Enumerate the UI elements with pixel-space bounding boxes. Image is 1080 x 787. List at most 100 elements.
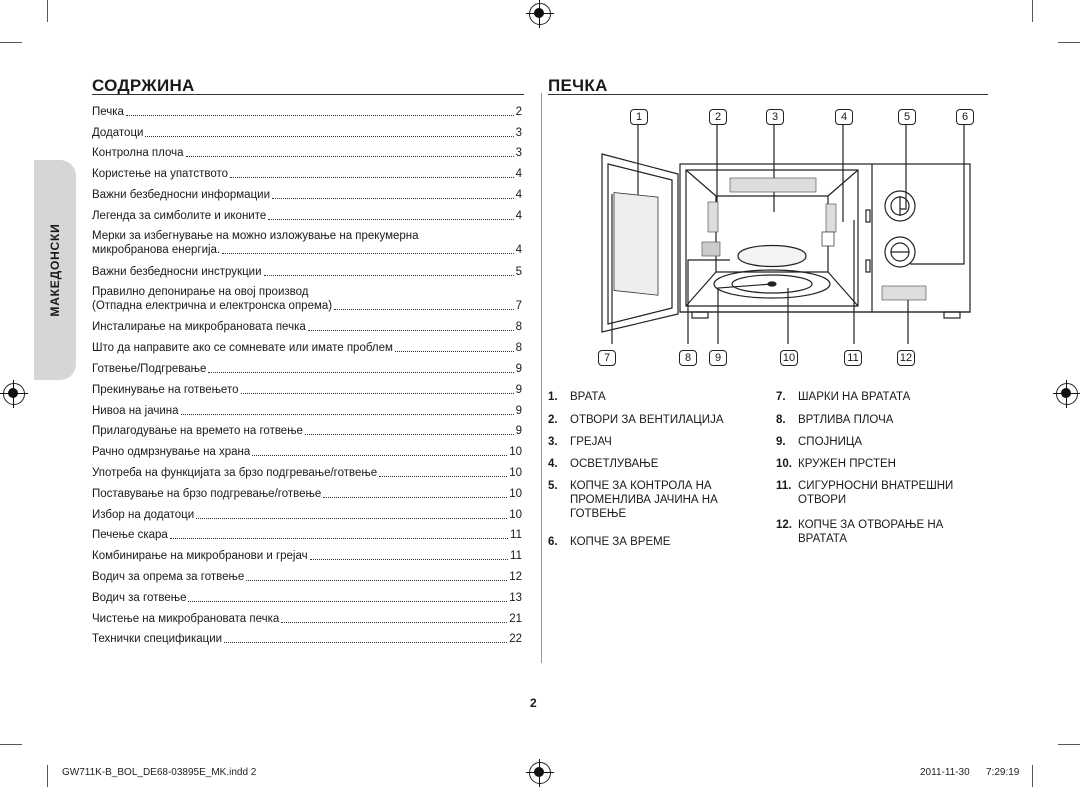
toc-title: Нивоа на јачина — [92, 404, 179, 417]
toc-title: Избор на додатоци — [92, 508, 195, 521]
toc-title: Технички спецификации — [92, 633, 223, 646]
oven-heading: ПЕЧКА — [548, 76, 608, 95]
toc-row: Избор на додатоци 10 — [92, 501, 522, 522]
toc-leader — [252, 455, 508, 457]
toc-leader — [268, 218, 514, 220]
toc-leader — [196, 517, 508, 519]
toc-title: Мерки за избегнување на можно изложување… — [92, 229, 419, 242]
toc-title: Поставување на брзо подгревање/готвење — [92, 487, 322, 500]
toc-title: Чистење на микробрановата печка — [92, 612, 280, 625]
toc-title: Рачно одмрзнување на храна — [92, 446, 251, 459]
callout-1: 1 — [630, 109, 648, 125]
part-item-4: 4.ОСВЕТЛУВАЊЕ — [548, 458, 659, 470]
microwave-diagram — [601, 124, 971, 344]
toc-title: Правилно депонирање на овој производ — [92, 285, 309, 298]
callout-7: 7 — [598, 350, 616, 366]
footer-filename: GW711K-B_BOL_DE68-03895E_MK.indd 2 — [62, 767, 257, 778]
toc-title: Контролна плоча — [92, 147, 184, 160]
toc-leader — [246, 579, 508, 581]
toc-leader — [125, 114, 514, 116]
part-item-2: 2.ОТВОРИ ЗА ВЕНТИЛАЦИЈА — [548, 414, 724, 426]
part-item-1: 1.ВРАТА — [548, 391, 606, 403]
toc-title: Печење скара — [92, 529, 168, 542]
crop-mark — [1032, 765, 1033, 787]
toc-row: Употреба на функцијата за брзо подгревањ… — [92, 459, 522, 480]
registration-mark-icon — [526, 759, 554, 787]
callout-12: 12 — [897, 350, 915, 366]
callout-4: 4 — [835, 109, 853, 125]
toc-page-number: 8 — [515, 321, 522, 334]
toc-page-number: 10 — [509, 487, 522, 500]
toc-leader — [263, 274, 514, 276]
toc-row: Печка 2 — [92, 98, 522, 119]
toc-title: Што да направите ако се сомневате или им… — [92, 342, 393, 355]
toc-page-number: 4 — [515, 209, 522, 222]
part-item-6: 6.КОПЧЕ ЗА ВРЕМЕ — [548, 536, 671, 548]
toc-page-number: 12 — [509, 570, 522, 583]
toc-leader — [334, 308, 514, 310]
toc-row: Легенда за симболите и иконите 4 — [92, 202, 522, 223]
toc-title: Важни безбедносни инструкции — [92, 265, 262, 278]
callout-8: 8 — [679, 350, 697, 366]
toc-leader — [208, 371, 514, 373]
toc-page-number: 11 — [510, 550, 522, 563]
crop-mark — [0, 42, 22, 43]
toc-title: Легенда за симболите и иконите — [92, 209, 267, 222]
toc-row: Прекинување на готвењето 9 — [92, 376, 522, 397]
crop-mark — [1058, 744, 1080, 745]
toc-page-number: 10 — [509, 466, 522, 479]
toc-page-number: 4 — [515, 168, 522, 181]
part-item-12: 12.КОПЧЕ ЗА ОТВОРАЊЕ НА ВРАТАТА — [776, 519, 944, 545]
part-item-9: 9.СПОЈНИЦА — [776, 436, 863, 448]
part-item-3: 3.ГРЕЈАЧ — [548, 436, 612, 448]
toc-page-number: 10 — [509, 508, 522, 521]
toc-title-continued: микробранова енергија. — [92, 243, 221, 256]
toc-title: Печка — [92, 105, 124, 118]
toc-page-number: 4 — [515, 188, 522, 201]
part-item-8: 8.ВРТЛИВА ПЛОЧА — [776, 414, 894, 426]
footer-time: 7:29:19 — [986, 767, 1020, 778]
toc-row: Мерки за избегнување на можно изложување… — [92, 223, 522, 258]
toc-title: Готвење/Подгревање — [92, 362, 207, 375]
toc-title: Водич за готвење — [92, 591, 187, 604]
toc-page-number: 9 — [515, 383, 522, 396]
toc-title: Употреба на функцијата за брзо подгревањ… — [92, 466, 378, 479]
toc-leader — [230, 177, 514, 179]
toc-page-number: 7 — [515, 299, 522, 312]
toc-title: Додатоци — [92, 126, 144, 139]
crop-mark — [1032, 0, 1033, 22]
toc-title: Водич за опрема за готвење — [92, 570, 245, 583]
toc-page-number: 3 — [515, 147, 522, 160]
callout-6: 6 — [956, 109, 974, 125]
toc-leader — [304, 434, 514, 436]
toc-leader — [394, 351, 514, 353]
toc-title: Прекинување на готвењето — [92, 383, 239, 396]
toc-leader — [272, 197, 514, 199]
toc-row: Нивоа на јачина 9 — [92, 397, 522, 418]
toc-leader — [307, 330, 514, 332]
crop-mark — [0, 744, 22, 745]
registration-mark-icon — [526, 0, 554, 28]
toc-row: Правилно депонирање на овој производ(Отп… — [92, 279, 522, 314]
registration-mark-icon — [0, 380, 28, 408]
oven-heading-rule — [548, 94, 988, 95]
callout-10: 10 — [780, 350, 798, 366]
toc-leader — [180, 413, 514, 415]
toc-leader — [379, 475, 508, 477]
toc-page-number: 9 — [515, 425, 522, 438]
part-item-10: 10.КРУЖЕН ПРСТЕН — [776, 458, 896, 470]
toc-page-number: 2 — [515, 105, 522, 118]
callout-9: 9 — [709, 350, 727, 366]
toc-page-number: 9 — [515, 404, 522, 417]
callout-5: 5 — [898, 109, 916, 125]
part-item-11: 11.СИГУРНОСНИ ВНАТРЕШНИ ОТВОРИ — [776, 480, 954, 506]
toc-title: Прилагодување на времето на готвење — [92, 425, 303, 438]
